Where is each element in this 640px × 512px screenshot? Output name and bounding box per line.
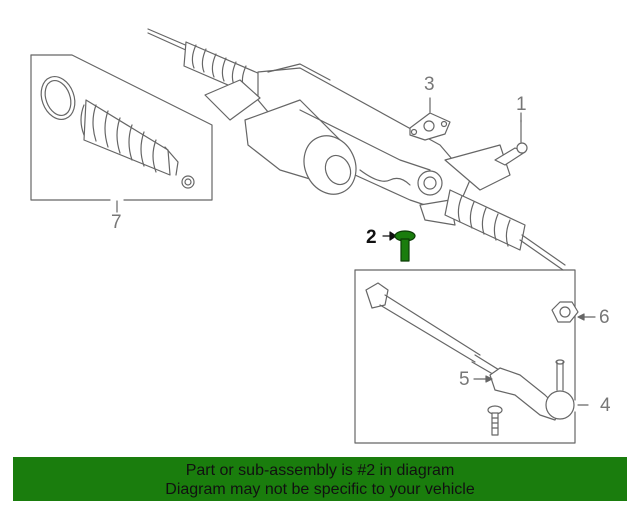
part-3-bracket-drawing [409, 97, 451, 141]
part-7-box [30, 54, 213, 213]
callout-1: 1 [516, 94, 527, 115]
callout-2: 2 [366, 227, 377, 248]
part-2-bolt-drawing [382, 230, 416, 262]
outer-tie-rod-end-drawing [473, 359, 575, 421]
part-4-box [354, 269, 589, 444]
banner-line-2: Diagram may not be specific to your vehi… [165, 481, 475, 498]
steering-rack-drawing [147, 28, 566, 271]
callout-7: 7 [111, 212, 122, 233]
callout-5: 5 [459, 369, 470, 390]
banner-line-1: Part or sub-assembly is #2 in diagram [185, 462, 455, 479]
steering-boot-drawing [40, 76, 195, 189]
inner-tie-rod-drawing [365, 282, 513, 385]
callout-3: 3 [424, 74, 435, 95]
info-banner: Part or sub-assembly is #2 in diagram Di… [13, 457, 627, 501]
callout-4: 4 [600, 395, 611, 416]
tie-rod-bolt-drawing [487, 405, 503, 436]
callout-6: 6 [599, 307, 610, 328]
part-6-nut-drawing [551, 301, 596, 323]
